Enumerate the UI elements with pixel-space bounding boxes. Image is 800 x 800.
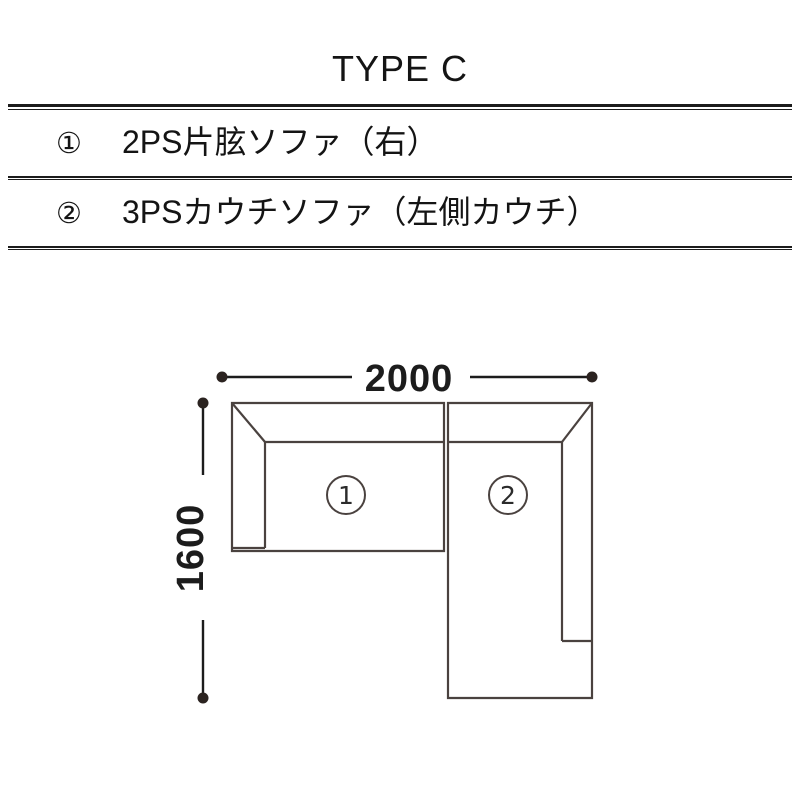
width-dimension-line: 2000: [216, 358, 598, 400]
spec-item-label: 3PSカウチソファ（左側カウチ）: [122, 194, 599, 231]
table-row: ① 2PS片胘ソファ（右）: [8, 110, 792, 176]
sofa-section-2-outline: [446, 401, 594, 700]
callout-1-label: 1: [338, 481, 354, 510]
callout-2-label: 2: [500, 481, 516, 510]
table-rule-top: [8, 104, 792, 110]
callout-2: 2: [488, 475, 528, 515]
spec-table: ① 2PS片胘ソファ（右） ② 3PSカウチソファ（左側カウチ）: [8, 104, 792, 250]
spec-item-label: 2PS片胘ソファ（右）: [122, 124, 439, 161]
page-title: TYPE C: [331, 48, 469, 89]
table-rule-bottom: [8, 246, 792, 250]
width-dimension-label: 2000: [365, 358, 454, 400]
spec-item-number: ①: [56, 125, 82, 160]
depth-dimension-label: 1600: [170, 504, 212, 593]
sofa-section-1-outline: [230, 401, 446, 553]
sofa-layout-diagram: 2000 1600: [0, 330, 800, 730]
table-rule-middle: [8, 176, 792, 180]
spec-item-number: ②: [56, 195, 82, 230]
depth-dimension-line: 1600: [170, 397, 212, 704]
callout-1: 1: [326, 475, 366, 515]
table-row: ② 3PSカウチソファ（左側カウチ）: [8, 180, 792, 246]
